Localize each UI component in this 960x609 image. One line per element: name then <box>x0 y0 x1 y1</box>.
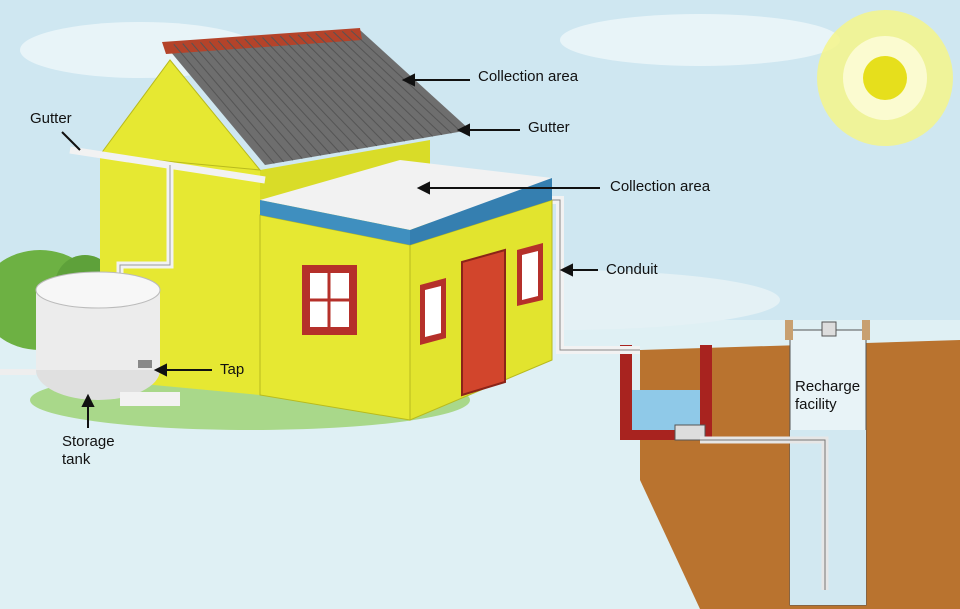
recharge-pit-wall <box>620 345 632 440</box>
label-conduit: Conduit <box>606 261 658 279</box>
storage-tank-top <box>36 272 160 308</box>
well-post <box>785 320 793 340</box>
window-pane <box>522 251 538 300</box>
recharge-pit-water <box>632 390 700 430</box>
well-post <box>862 320 870 340</box>
label-collection-area-terrace: Collection area <box>610 178 710 196</box>
label-gutter-left: Gutter <box>30 110 72 128</box>
tap <box>138 360 152 368</box>
door <box>462 250 505 395</box>
label-tap: Tap <box>220 361 244 379</box>
window-pane <box>425 286 441 337</box>
label-storage-tank: Storage tank <box>62 433 132 469</box>
label-gutter-right: Gutter <box>528 119 570 137</box>
sun <box>863 56 907 100</box>
label-collection-area-roof: Collection area <box>478 68 578 86</box>
cloud <box>560 14 840 66</box>
tank-base <box>120 392 180 406</box>
label-recharge-facility: Recharge facility <box>795 378 865 414</box>
well-cap <box>822 322 836 336</box>
